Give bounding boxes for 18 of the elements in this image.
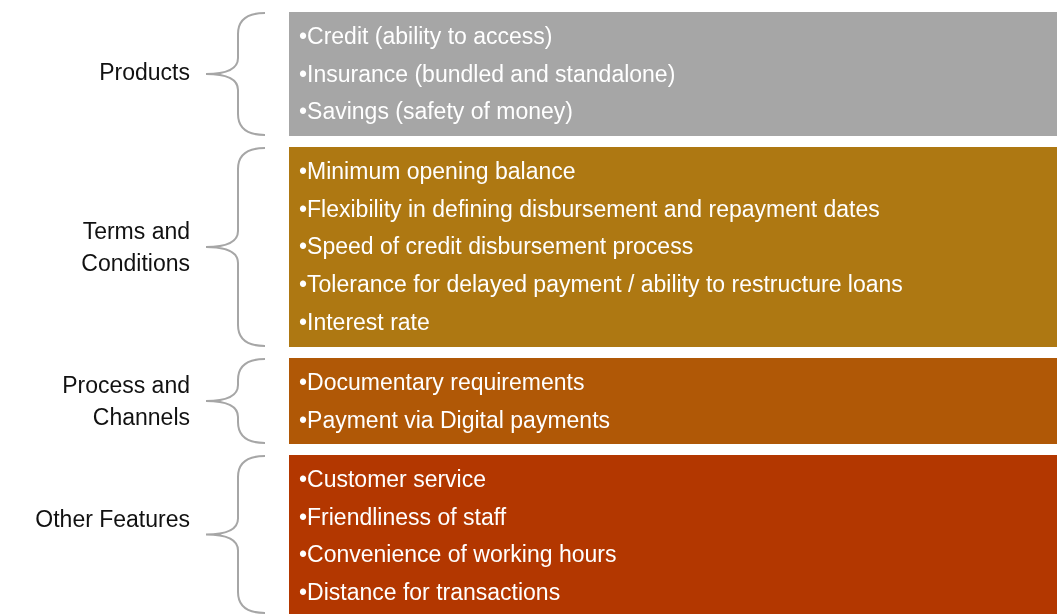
category-label: Process and Channels bbox=[61, 371, 190, 432]
category-label: Terms and Conditions bbox=[80, 217, 190, 278]
category-label: Products bbox=[98, 58, 190, 87]
bullet-item: •Insurance (bundled and standalone) bbox=[299, 59, 676, 89]
category-label: Other Features bbox=[34, 504, 190, 534]
bullet-item: •Distance for transactions bbox=[299, 578, 561, 608]
bullet-item: •Interest rate bbox=[299, 307, 430, 337]
bullet-item: •Speed of credit disbursement process bbox=[299, 232, 694, 262]
bullet-item: •Flexibility in defining disbursement and repayment dates bbox=[299, 194, 880, 224]
bullet-item: •Customer service bbox=[299, 465, 486, 494]
bullet-item: •Credit (ability to access) bbox=[299, 22, 553, 51]
bullet-item: •Friendliness of staff bbox=[299, 502, 507, 532]
bullet-item: •Tolerance for delayed payment / ability to restructure loans bbox=[299, 270, 903, 300]
bullet-item: •Documentary requirements bbox=[299, 368, 585, 397]
bullet-item: •Convenience of working hours bbox=[299, 540, 617, 570]
bullet-item: •Savings (safety of money) bbox=[299, 97, 573, 127]
bullet-item: •Payment via Digital payments bbox=[299, 405, 611, 435]
bullet-item: •Minimum opening balance bbox=[299, 157, 576, 186]
